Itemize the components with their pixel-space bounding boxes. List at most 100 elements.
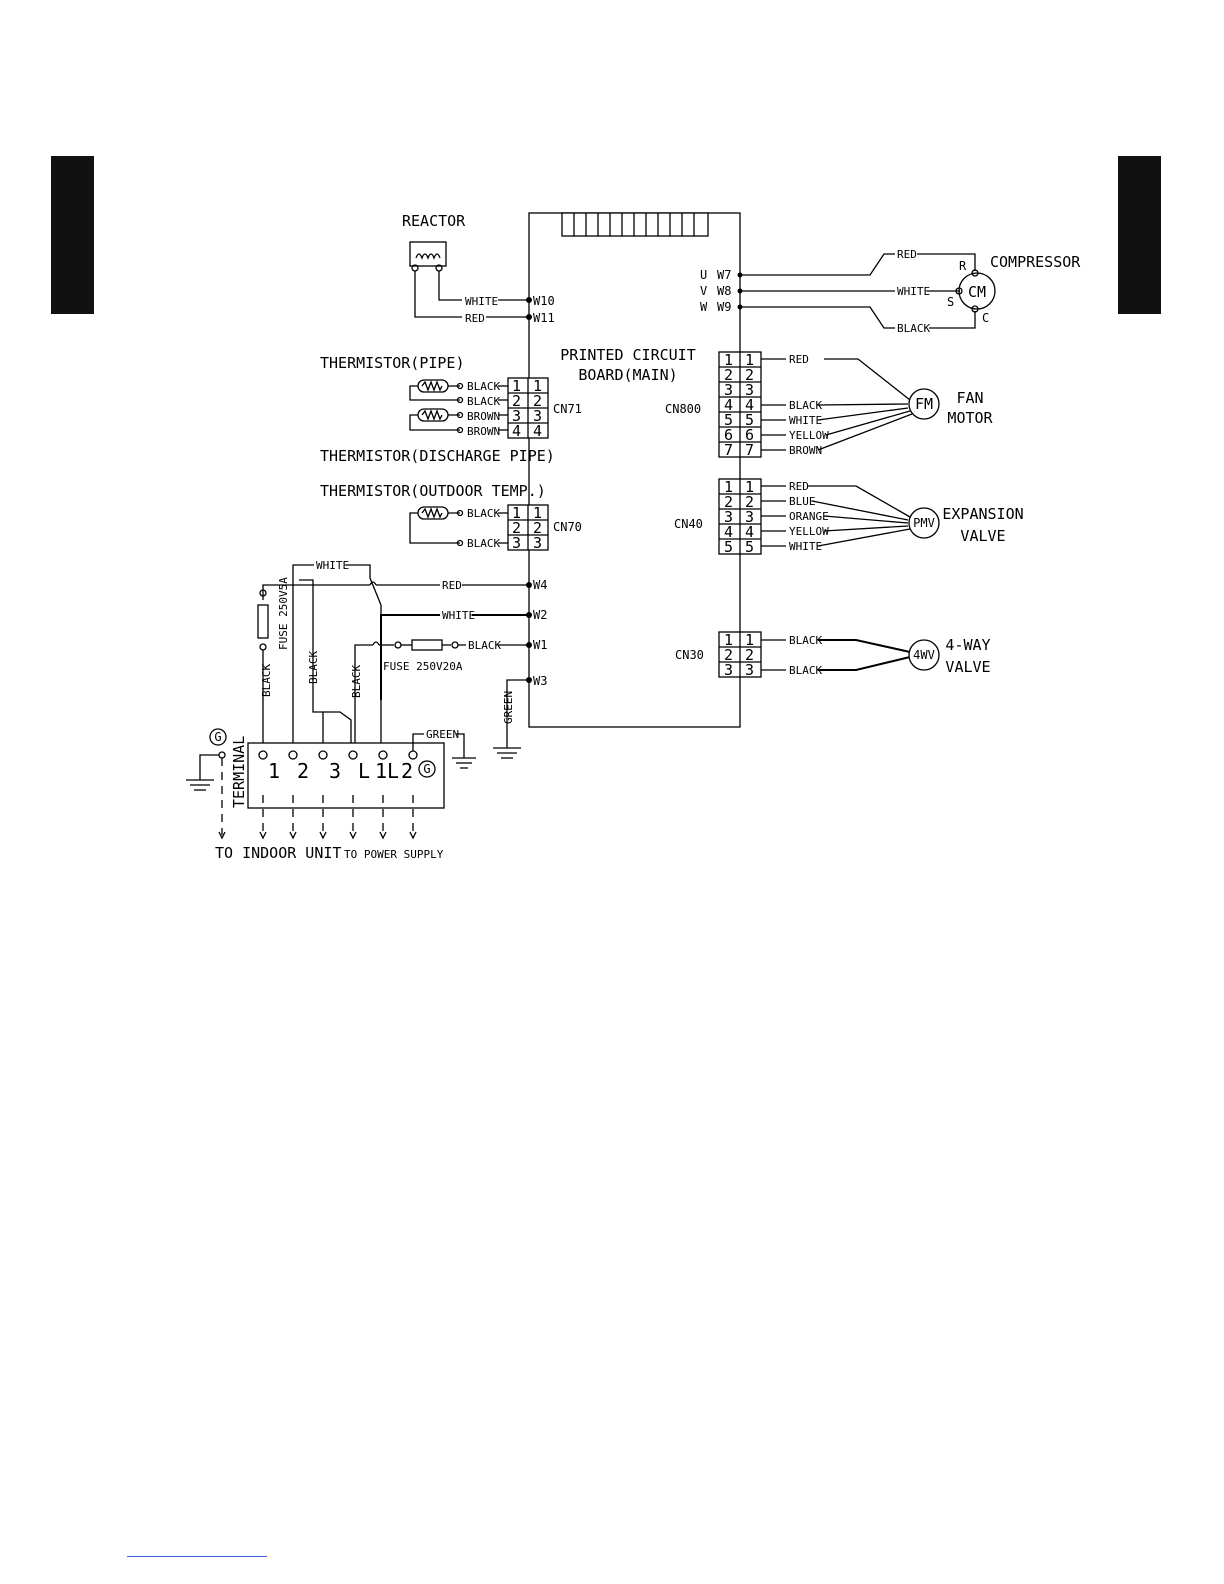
compressor-label: COMPRESSOR [990,253,1081,271]
terminal-block: TERMINAL 1 2 3 L 1 L 2 G GREEN G [186,728,476,862]
w1-wire-black: BLACK [468,639,501,652]
terminal-w4: W4 [533,578,547,592]
cn800-pin-3-right: 3 [745,381,754,399]
reactor-coil-icon [415,253,441,260]
cn70-wire-1: BLACK [467,507,500,520]
cn40-pin-4-right: 4 [745,523,754,541]
phase-w: W [700,300,708,314]
fuse-250v20a-symbol [411,639,443,651]
cn71-pin-2-right: 2 [533,392,542,410]
compressor-symbol-text: CM [968,283,986,301]
terminal-w1: W1 [533,638,547,652]
wire-black-1: BLACK [260,664,273,697]
wire-black-3: BLACK [350,665,363,698]
cn71-pin-3-right: 3 [533,407,542,425]
cn71-wire-4: BROWN [467,425,500,438]
to-power-supply-label: TO POWER SUPPLY [344,848,444,861]
terminal-pos-2: 2 [297,759,309,783]
cn800-wire-yellow: YELLOW [789,429,829,442]
cn40-pin-3-right: 3 [745,508,754,526]
cn71-pin-4-left: 4 [512,422,521,440]
connector-cn40: 1 1 2 2 3 3 4 4 5 5 CN40 [674,478,762,556]
thermistor-outdoor-label: THERMISTOR(OUTDOOR TEMP.) [320,482,546,500]
terminal-pos-l1-number: 1 [375,759,387,783]
cn71-pin-1-right: 1 [533,377,542,395]
pcb-title-line1: PRINTED CIRCUIT [560,346,695,364]
cn800-pin-7-right: 7 [745,441,754,459]
expansion-valve-label-1: EXPANSION [942,505,1023,523]
pcb-outline [528,212,741,728]
pcb-title-line2: BOARD(MAIN) [578,366,677,384]
cn40-pin-2-left: 2 [724,493,733,511]
compressor-pin-c: C [982,311,989,325]
terminal-w2: W2 [533,608,547,622]
cn800-pin-4-right: 4 [745,396,754,414]
cn40-pin-1-right: 1 [745,478,754,496]
terminal-leads [218,758,417,840]
cn800-pin-6-right: 6 [745,426,754,444]
w2-wire-white: WHITE [442,609,475,622]
terminal-pos-l1-letter: L [358,759,370,783]
cn40-wire-red: RED [789,480,809,493]
footer-rule [127,1556,267,1557]
cn800-pin-5-right: 5 [745,411,754,429]
pmv-symbol-text: PMV [913,516,935,530]
terminal-w9: W9 [717,300,731,314]
cn70-pin-1-left: 1 [512,504,521,522]
cn30-wire-1: BLACK [789,634,822,647]
thermistor-discharge-label: THERMISTOR(DISCHARGE PIPE) [320,447,555,465]
cn800-wire-white: WHITE [789,414,822,427]
cn800-pin-2-right: 2 [745,366,754,384]
pmv-symbol [908,507,940,539]
compressor-symbol [958,272,996,310]
cn40-wire-yellow: YELLOW [789,525,829,538]
cn71-pin-2-left: 2 [512,392,521,410]
cn800-pin-7-left: 7 [724,441,733,459]
compressor-wire-red: RED [897,248,917,261]
external-ground-icon [209,728,227,746]
cn800-pin-4-left: 4 [724,396,733,414]
cn800-pin-5-left: 5 [724,411,733,429]
cn71-label: CN71 [553,402,582,416]
cn40-pin-5-left: 5 [724,538,733,556]
cn71-pin-4-right: 4 [533,422,542,440]
reactor-label: REACTOR [402,212,466,230]
compressor-wire-white: WHITE [897,285,930,298]
external-ground-symbol: G [214,730,221,744]
connector-cn800: 1 1 2 2 3 3 4 4 5 5 6 6 7 7 CN800 [665,351,762,459]
cn70-wire-3: BLACK [467,537,500,550]
connector-cn70: 1 1 2 2 3 3 CN70 [507,504,582,552]
cn40-pin-3-left: 3 [724,508,733,526]
expansion-valve: RED BLUE ORANGE YELLOW WHITE PMV EXPANSI… [761,480,1024,553]
connector-cn30: 1 1 2 2 3 3 CN30 [675,631,762,679]
four-way-valve-label-2: VALVE [945,658,990,676]
cn40-wire-orange: ORANGE [789,510,829,523]
cn800-wire-brown: BROWN [789,444,822,457]
terminal-w10: W10 [533,294,555,308]
terminal-green-wire: GREEN [426,728,459,741]
fan-motor-symbol [908,388,940,420]
reactor-symbol [409,241,447,267]
cn70-pin-3-left: 3 [512,534,521,552]
expansion-valve-label-2: VALVE [960,527,1005,545]
top-white-wire: WHITE [316,559,349,572]
cn70-label: CN70 [553,520,582,534]
reactor: REACTOR WHITE RED W10 W11 [402,212,555,325]
cn70-pin-2-right: 2 [533,519,542,537]
terminal-ground-icon [418,760,436,778]
cn71-pin-3-left: 3 [512,407,521,425]
terminal-pos-3: 3 [329,759,341,783]
cn800-pin-2-left: 2 [724,366,733,384]
cn800-pin-1-left: 1 [724,351,733,369]
compressor: U V W W7 W8 W9 RED WHITE BLACK CM R S C … [700,248,1081,335]
cn71-wire-1: BLACK [467,380,500,393]
terminal-pos-l2-number: 2 [401,759,413,783]
cn40-pin-1-left: 1 [724,478,733,496]
reactor-wire-white: WHITE [465,295,498,308]
fan-motor-label-2: MOTOR [947,409,993,427]
pcb-top-connector [561,212,709,237]
to-indoor-unit-label: TO INDOOR UNIT [215,844,341,862]
cn30-pin-2-left: 2 [724,646,733,664]
cn40-pin-2-right: 2 [745,493,754,511]
